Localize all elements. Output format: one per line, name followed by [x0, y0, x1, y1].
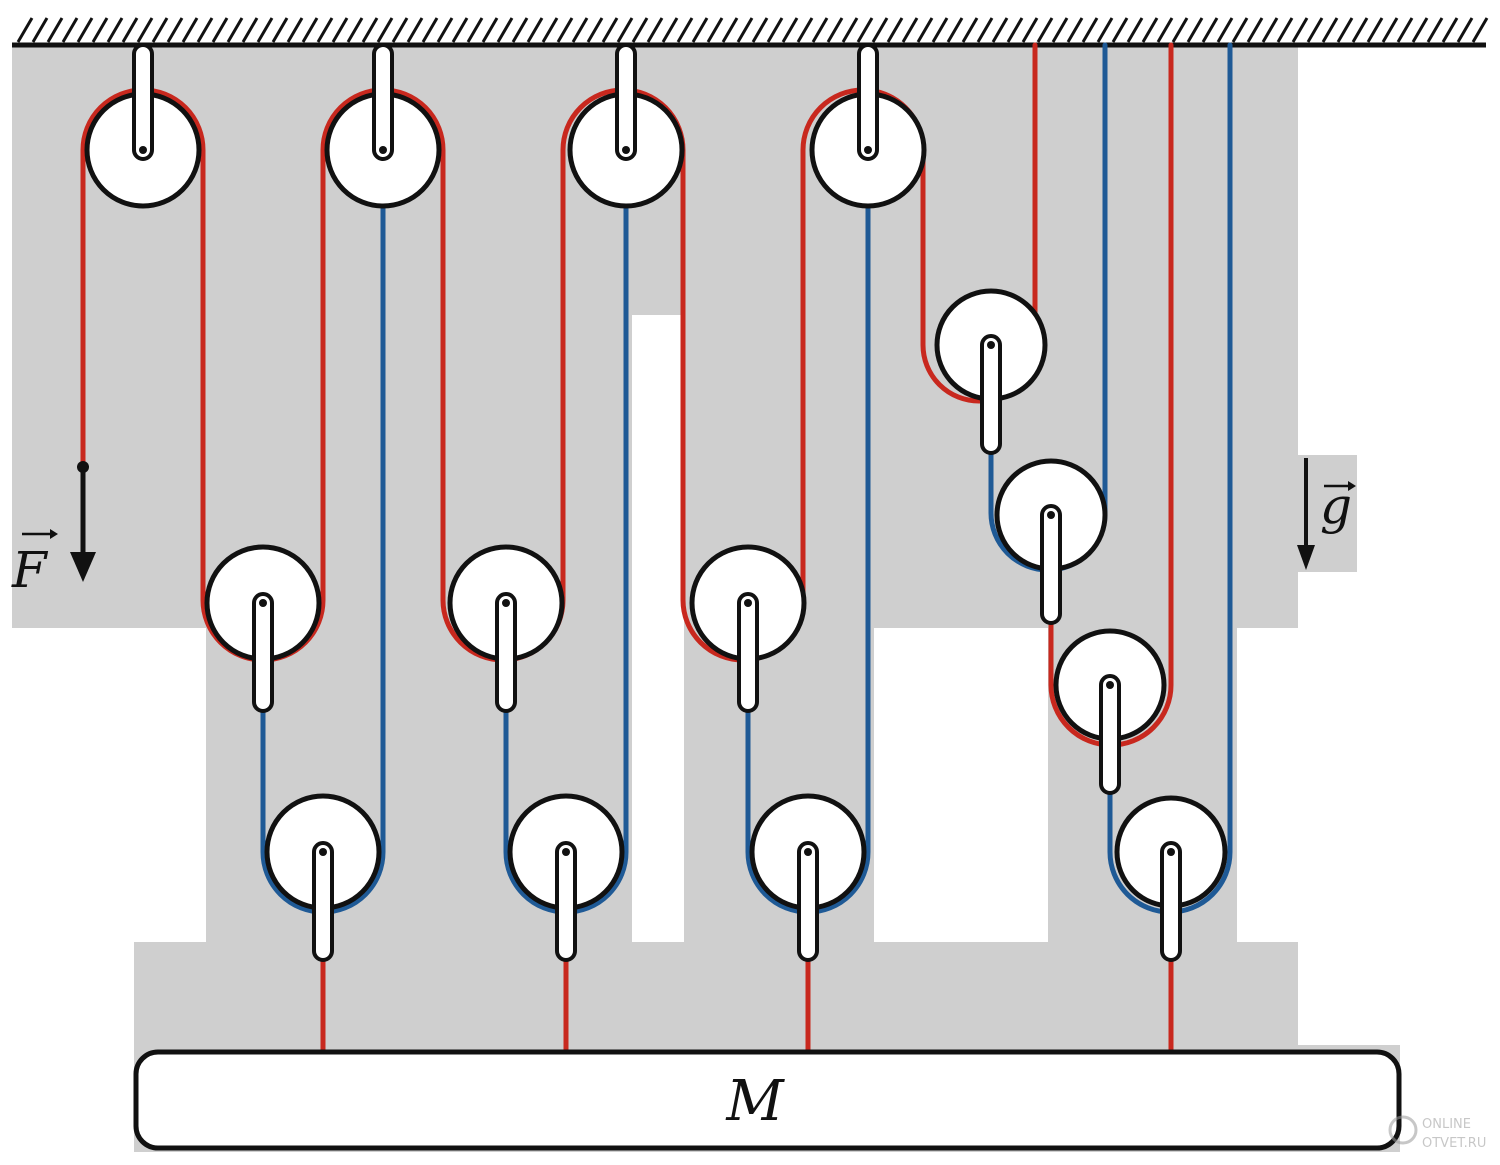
force-label: F	[11, 529, 58, 599]
watermark-line2: OTVET.RU	[1422, 1136, 1486, 1151]
fixed-pulley-2	[324, 43, 442, 209]
mass-label: M	[725, 1069, 785, 1134]
fixed-pulley-1	[84, 43, 202, 209]
gravity-arrow	[1297, 458, 1315, 570]
background-gap-right	[874, 628, 1048, 942]
movable-pulley-right-2	[994, 458, 1108, 625]
fixed-pulley-4	[809, 43, 927, 209]
movable-pulley-right-4	[1114, 795, 1228, 962]
gravity-label: g	[1320, 477, 1356, 535]
force-arrow	[70, 461, 96, 582]
movable-pulley-right-3	[1053, 628, 1167, 795]
fixed-pulley-3	[567, 43, 685, 209]
movable-pulley-lower-1	[264, 793, 382, 962]
movable-pulley-lower-2	[507, 793, 625, 962]
movable-pulley-right-1	[934, 288, 1048, 455]
pulleys	[84, 43, 1228, 962]
movable-pulley-upper-1	[204, 544, 322, 713]
watermark-line1: ONLINE	[1422, 1117, 1471, 1132]
mass-block: M	[133, 1049, 1402, 1151]
movable-pulley-upper-2	[447, 544, 565, 713]
movable-pulley-lower-3	[749, 793, 867, 962]
force-symbol: F	[11, 541, 49, 599]
background-gap-left	[632, 315, 684, 942]
watermark: ONLINE OTVET.RU	[1388, 1115, 1486, 1151]
movable-pulley-upper-3	[689, 544, 807, 713]
ceiling	[12, 17, 1489, 48]
